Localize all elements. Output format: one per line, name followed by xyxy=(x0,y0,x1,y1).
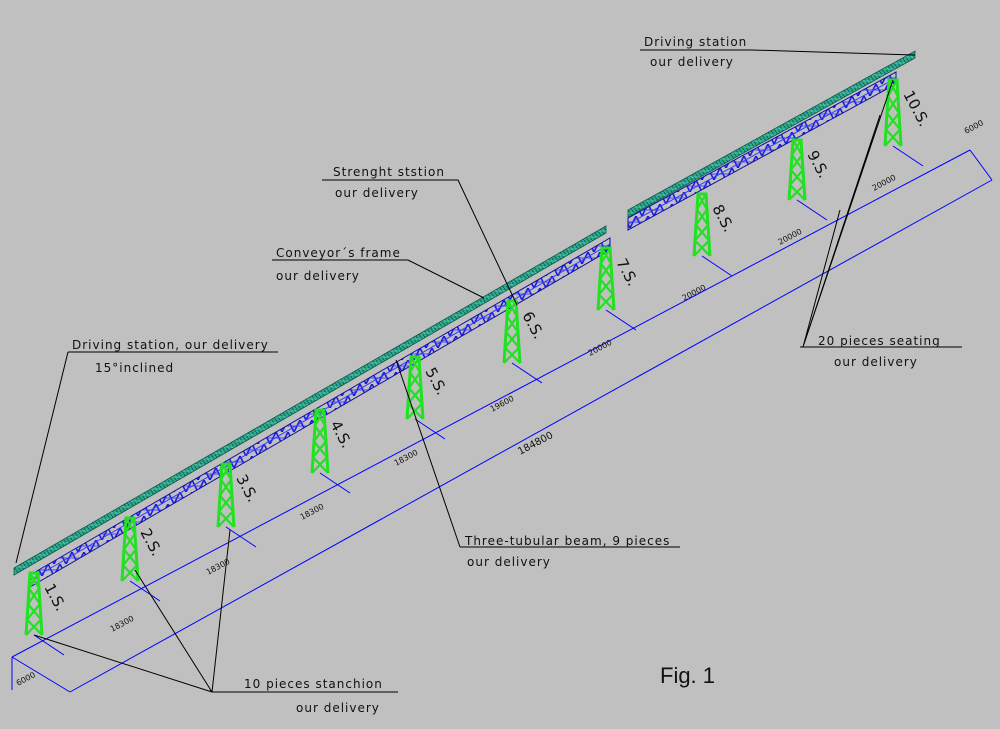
leader-seating xyxy=(800,79,962,348)
span-label: 18300 xyxy=(299,502,326,522)
stanchion xyxy=(310,408,330,474)
stanchion-label: 7.S. xyxy=(612,255,641,289)
callout-driving-top-title: Driving station xyxy=(644,35,747,49)
callout-beam-title: Three-tubular beam, 9 pieces xyxy=(464,534,670,548)
dimension-tick xyxy=(511,362,543,384)
dimension-tick-end xyxy=(969,149,993,181)
dimension-tick xyxy=(796,199,828,221)
stanchion xyxy=(596,246,616,311)
leader-driving-top xyxy=(640,49,916,56)
callout-stanchion-title: 10 pieces stanchion xyxy=(244,677,383,691)
leader-driving-left xyxy=(15,351,278,564)
beam-rail xyxy=(627,77,897,225)
span-label: 19600 xyxy=(489,394,516,414)
beam-rail xyxy=(29,243,611,581)
dimension-line-near xyxy=(11,149,971,658)
stanchion-label: 8.S. xyxy=(708,201,737,235)
leader-strength xyxy=(322,179,518,306)
callout-strength-title: Strenght ststion xyxy=(333,165,445,179)
stanchion-label: 2.S. xyxy=(136,525,165,559)
stanchion-label: 10.S. xyxy=(899,87,933,129)
leader-lines xyxy=(15,49,962,693)
dimension-ticks xyxy=(33,145,924,656)
dimension-line-total xyxy=(69,179,993,693)
stanchion xyxy=(24,571,44,636)
callout-beam-sub: our delivery xyxy=(467,555,551,569)
stanchion xyxy=(883,78,903,147)
stanchion-label: 1.S. xyxy=(40,580,69,614)
callout-strength-sub: our delivery xyxy=(335,186,419,200)
span-label: 18300 xyxy=(205,557,232,577)
leader-stanchion xyxy=(33,529,398,693)
callout-stanchion-sub: our delivery xyxy=(296,701,380,715)
span-label: 20000 xyxy=(587,338,614,358)
stanchion xyxy=(405,355,425,420)
stanchion-label: 5.S. xyxy=(421,364,450,398)
conveyor-frame-lower xyxy=(13,225,607,576)
callout-seating-title: 20 pieces seating xyxy=(818,334,941,348)
conveyor-frame-upper xyxy=(627,50,916,218)
span-label: 20000 xyxy=(777,227,804,247)
dimension-tick-start xyxy=(11,656,71,693)
span-label: 20000 xyxy=(871,173,898,193)
span-label: 6000 xyxy=(15,670,37,688)
callout-frame-sub: our delivery xyxy=(276,269,360,283)
span-labels: 6000 18300 18300 18300 18300 19600 20000 20000 2… xyxy=(15,118,985,688)
dimension-lines xyxy=(11,149,993,693)
callout-seating-sub: our delivery xyxy=(834,355,918,369)
dimension-tick xyxy=(33,634,65,656)
conveyor-beam xyxy=(13,50,916,588)
callout-driving-left-title: Driving station, our delivery xyxy=(72,338,269,352)
callout-frame-title: Conveyor´s frame xyxy=(276,246,401,260)
dimension-tick xyxy=(225,526,257,548)
stanchion-label: 4.S. xyxy=(326,417,355,451)
leader-beam xyxy=(395,359,680,548)
span-label: 18300 xyxy=(393,448,420,468)
stanchion xyxy=(216,462,236,528)
dimension-tick xyxy=(892,145,924,167)
span-label: 6000 xyxy=(963,118,985,136)
callout-driving-top-sub: our delivery xyxy=(650,55,734,69)
leader-frame xyxy=(272,259,485,299)
span-label: 20000 xyxy=(681,283,708,303)
dimension-tick xyxy=(319,472,351,494)
stanchion-label: 3.S. xyxy=(232,471,261,505)
stanchion xyxy=(692,192,712,257)
dimension-tick xyxy=(605,309,637,331)
stanchion xyxy=(502,299,522,364)
figure-label: Fig. 1 xyxy=(660,663,715,688)
total-length-label: 184800 xyxy=(516,430,555,458)
dimension-tick xyxy=(701,255,733,277)
callouts: Driving station our delivery Strenght st… xyxy=(72,35,941,715)
dimension-tick xyxy=(414,418,446,440)
callout-driving-left-sub: 15°inclined xyxy=(95,361,174,375)
stanchion xyxy=(120,516,140,582)
stanchion xyxy=(787,138,807,201)
stanchion-label: 9.S. xyxy=(803,147,832,181)
span-label: 18300 xyxy=(109,614,136,634)
stanchion-label: 6.S. xyxy=(518,308,547,342)
stanchions: 1.S. 2.S. 3.S. 4.S. 5.S. 6.S. 7.S. 8.S. 9.S. 10.S… xyxy=(24,78,933,636)
dimension-tick xyxy=(129,580,161,602)
